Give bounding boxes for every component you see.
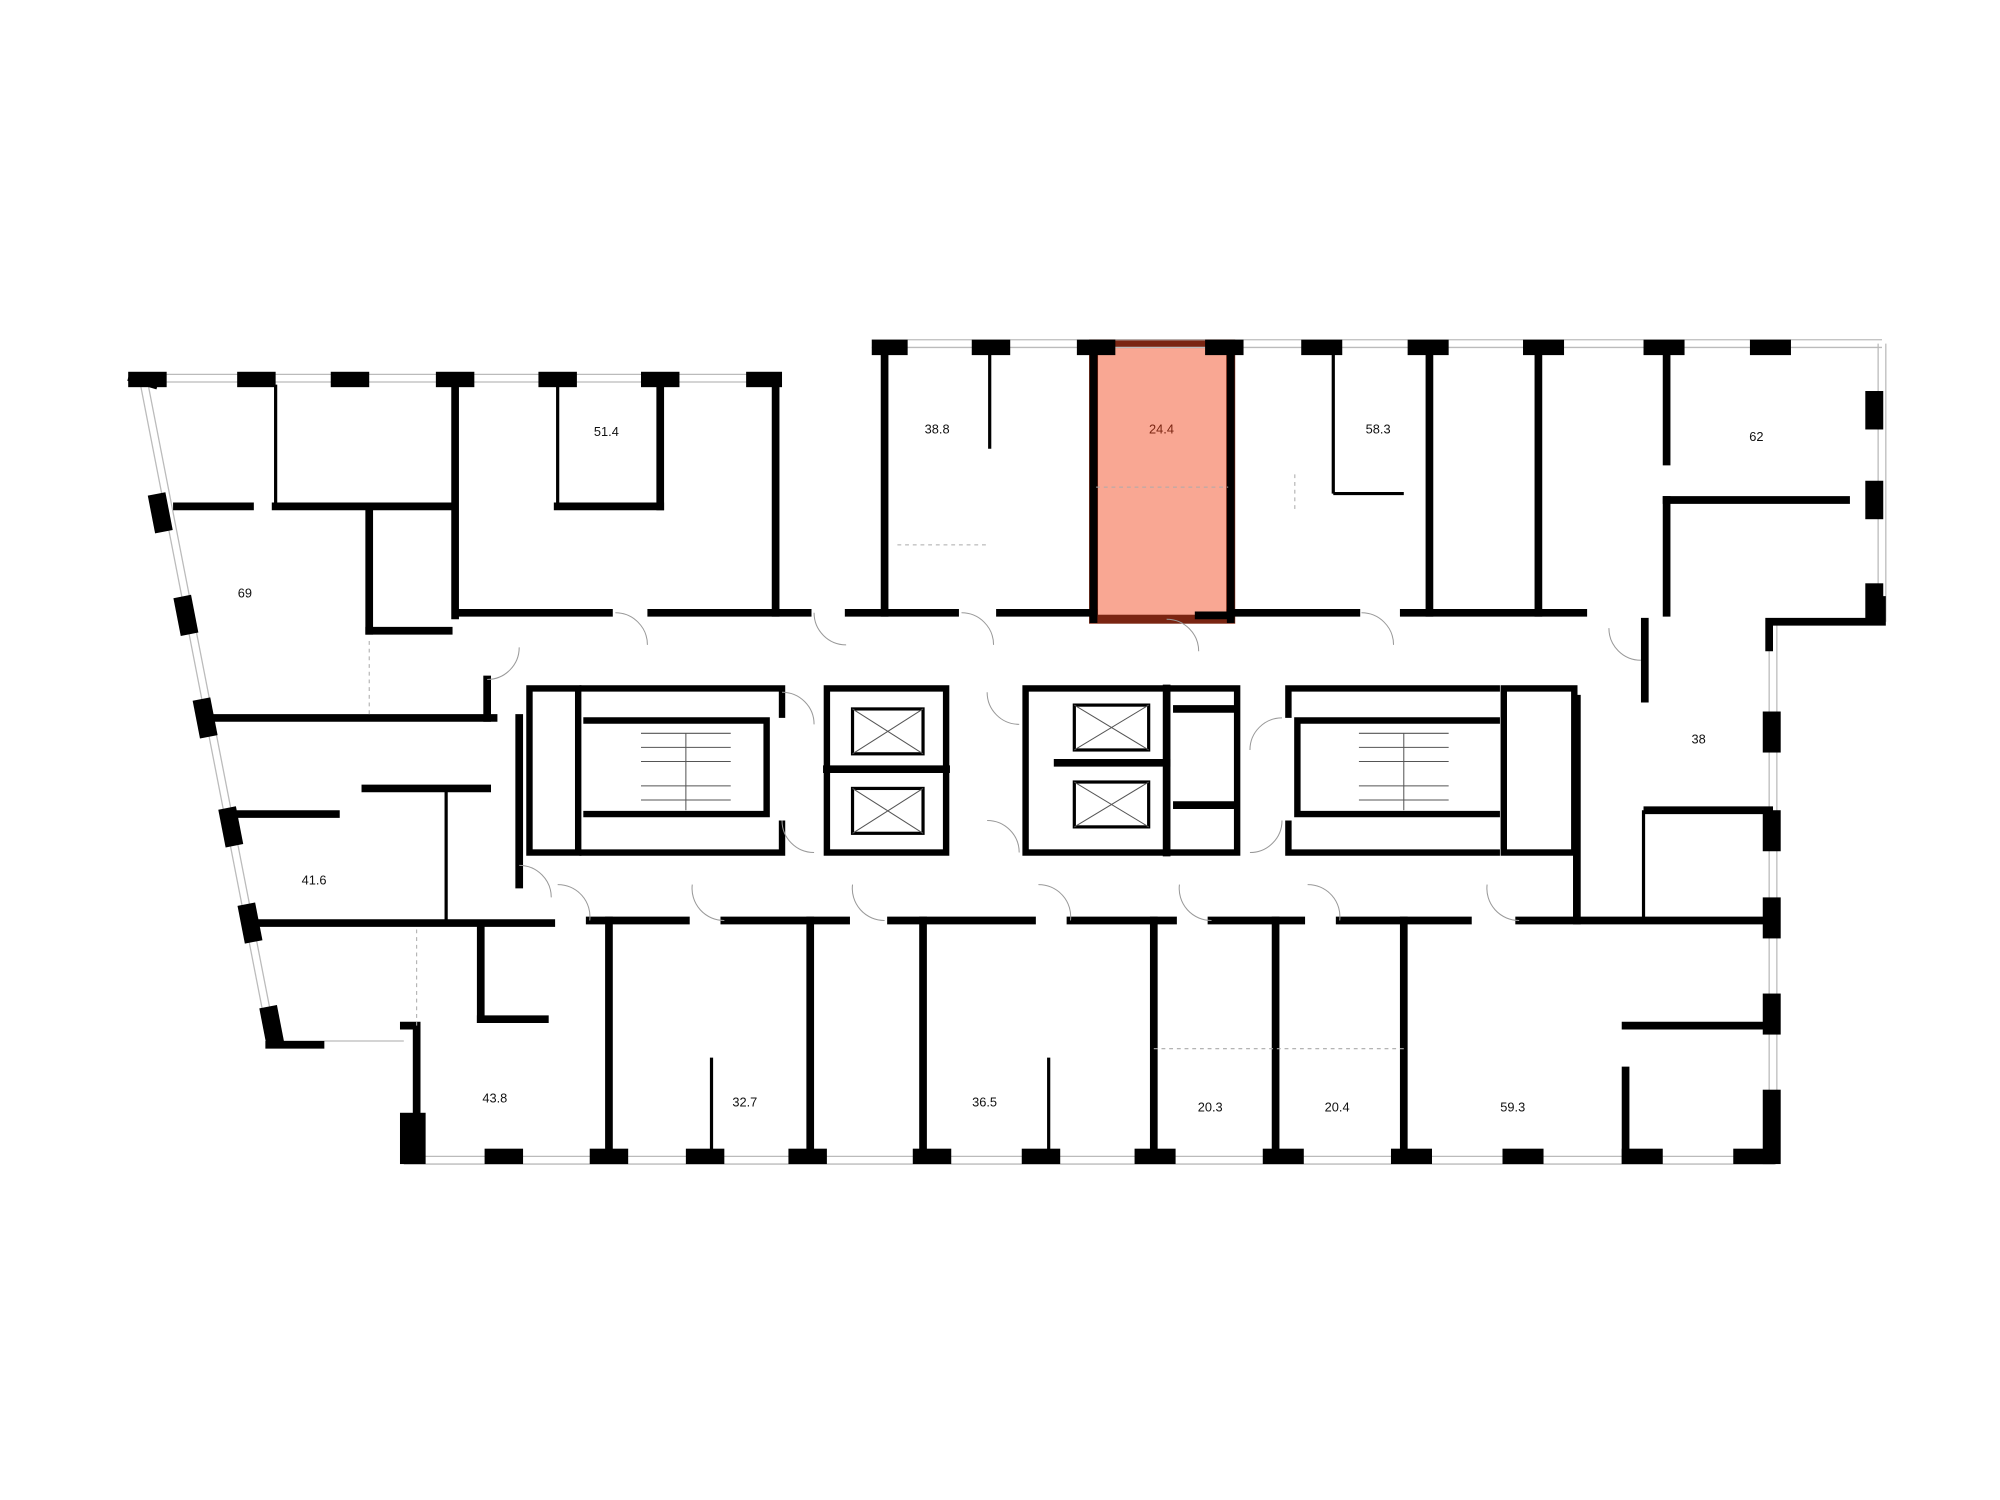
unit-area-label[interactable]: 32.7 [732, 1094, 757, 1109]
unit-area-label[interactable]: 58.3 [1366, 421, 1391, 436]
unit-area-label[interactable]: 41.6 [302, 873, 327, 888]
zone-lines [368, 474, 1404, 1050]
stairs-icon [641, 732, 731, 811]
pillars [128, 339, 1884, 1165]
building-core [526, 684, 1578, 857]
unit-area-label[interactable]: 38 [1692, 732, 1706, 747]
unit-area-label[interactable]: 62 [1749, 429, 1763, 444]
unit-area-label[interactable]: 69 [238, 585, 252, 600]
unit-area-label[interactable]: 20.3 [1198, 1099, 1223, 1114]
unit-area-label[interactable]: 36.5 [972, 1094, 997, 1109]
unit-area-label-selected[interactable]: 24.4 [1149, 421, 1174, 436]
stairs-icon [1358, 732, 1449, 811]
unit-labels: 69 51.4 38.8 24.4 58.3 62 38 41.6 43.8 3… [238, 421, 1764, 1114]
unit-area-label[interactable]: 38.8 [925, 421, 950, 436]
windows [132, 339, 1887, 1165]
elevator-icon [850, 707, 925, 835]
elevator-icon [1072, 703, 1151, 829]
unit-area-label[interactable]: 59.3 [1500, 1099, 1525, 1114]
unit-24-4-highlight[interactable] [1089, 339, 1236, 624]
unit-area-label[interactable]: 20.4 [1325, 1099, 1350, 1114]
unit-area-label[interactable]: 51.4 [594, 424, 619, 439]
unit-area-label[interactable]: 43.8 [482, 1091, 507, 1106]
doors [487, 612, 1641, 921]
walls [127, 348, 1886, 1165]
